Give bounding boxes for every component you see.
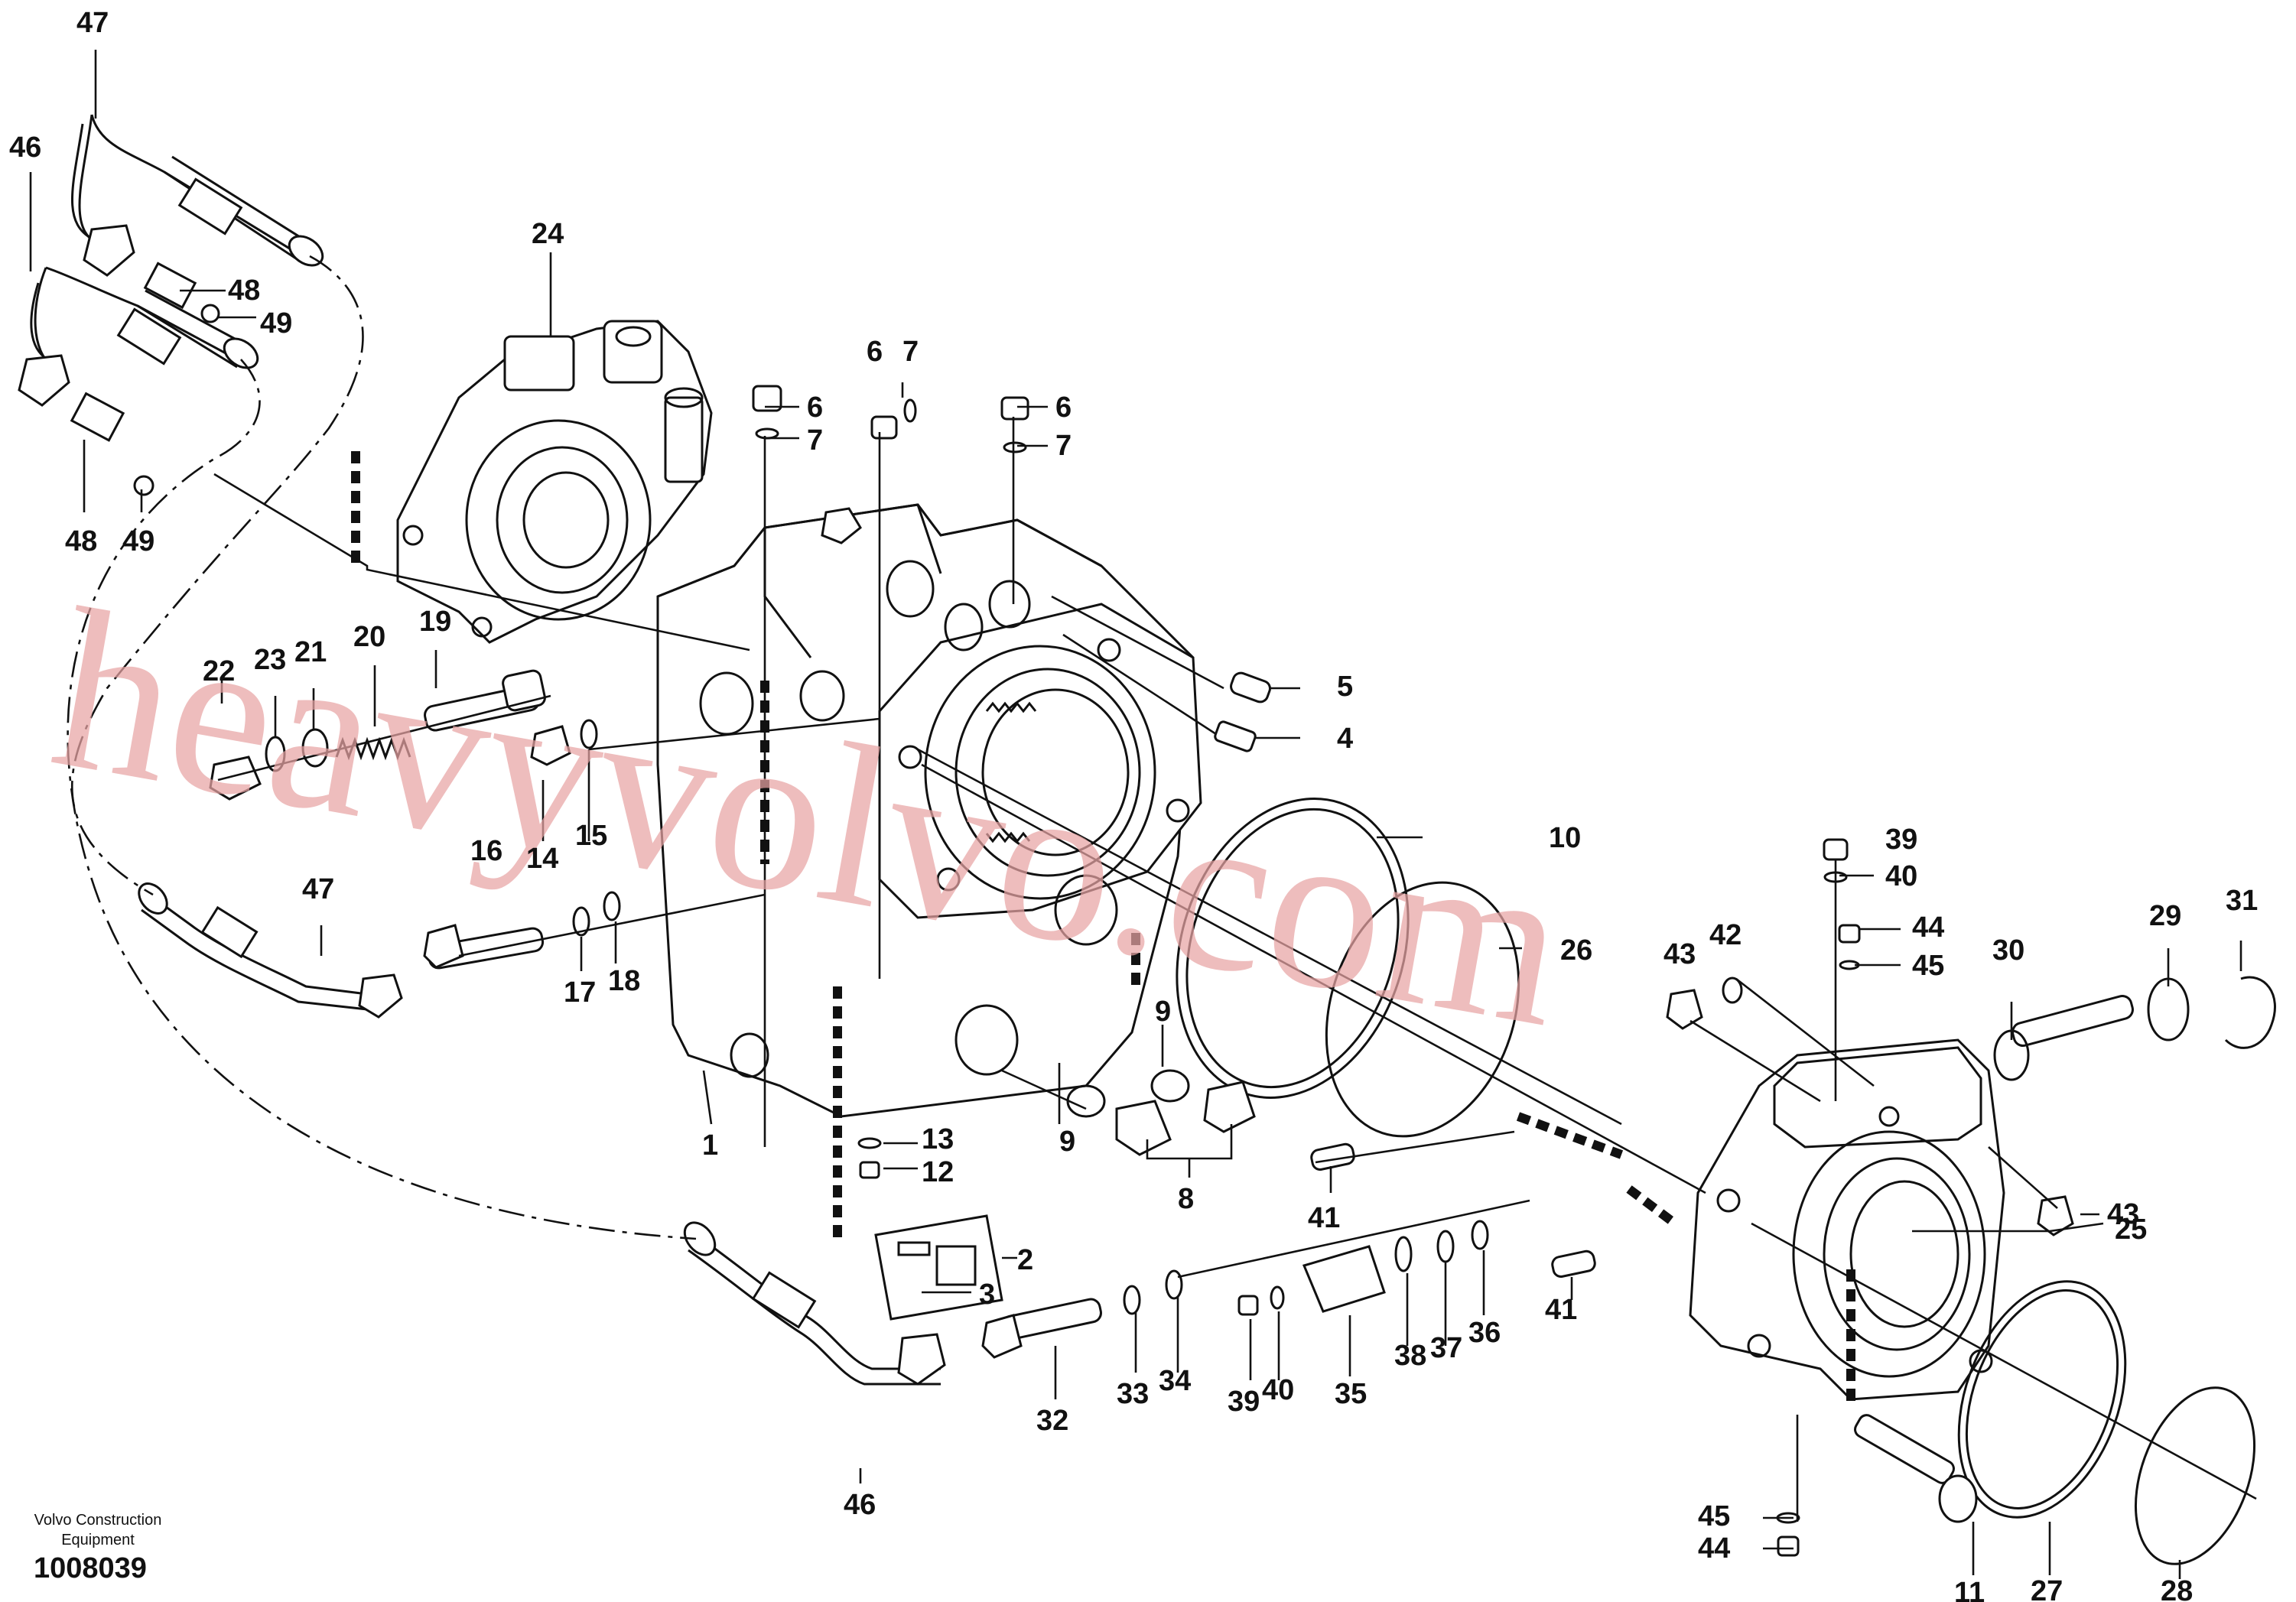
callout-4: 4 [1337, 723, 1353, 755]
fitting-48-upper [143, 262, 220, 323]
callout-38: 38 [1394, 1340, 1426, 1372]
callout-10: 10 [1549, 822, 1581, 854]
callout-24: 24 [532, 218, 564, 250]
callout-45: 45 [1698, 1500, 1730, 1532]
callout-37: 37 [1430, 1332, 1462, 1364]
callout-19: 19 [419, 606, 451, 638]
callout-41: 41 [1308, 1202, 1340, 1234]
callout-13: 13 [922, 1123, 954, 1155]
fitting-48-lower [70, 392, 154, 496]
callout-48: 48 [228, 275, 260, 307]
callout-22: 22 [203, 655, 235, 687]
seal-ring-27 [1957, 1280, 2127, 1519]
callout-41: 41 [1545, 1294, 1577, 1326]
seal-ring-10-inner [1185, 807, 1400, 1089]
callout-14: 14 [526, 843, 558, 875]
callout-7: 7 [807, 424, 823, 457]
callout-12: 12 [922, 1156, 954, 1188]
callout-45: 45 [1912, 950, 1944, 982]
callout-30: 30 [1992, 934, 2024, 967]
callout-44: 44 [1912, 911, 1944, 944]
callout-33: 33 [1117, 1378, 1149, 1410]
callout-40: 40 [1885, 860, 1917, 892]
callout-2: 2 [1017, 1244, 1033, 1276]
callout-23: 23 [254, 644, 286, 676]
callout-3: 3 [979, 1279, 995, 1311]
seal-ring-27-inner [1965, 1289, 2119, 1509]
callout-47: 47 [76, 7, 109, 39]
assembly-dash-4 [1516, 1112, 1624, 1159]
publisher-credit: Volvo Construction Equipment [21, 1510, 174, 1550]
housing-1 [656, 503, 1202, 1118]
callout-6: 6 [807, 392, 823, 424]
housing-25 [1689, 1038, 2005, 1401]
pipe-47-top [71, 114, 324, 277]
callout-27: 27 [2031, 1575, 2063, 1602]
callout-49: 49 [260, 307, 292, 340]
callout-1: 1 [702, 1129, 718, 1162]
seal-ring-28 [2134, 1386, 2256, 1565]
diagram-number: 1008039 [34, 1552, 147, 1584]
leader-lines [29, 50, 2257, 1579]
callout-40: 40 [1262, 1374, 1294, 1406]
callout-11: 11 [1954, 1577, 1985, 1602]
callout-5: 5 [1337, 671, 1353, 703]
pipe-route-line-2 [67, 359, 697, 1240]
callout-25: 25 [2115, 1214, 2147, 1246]
valve-24 [396, 320, 713, 644]
callout-6: 6 [1055, 392, 1072, 424]
callout-43: 43 [2107, 1198, 2139, 1230]
callout-34: 34 [1159, 1365, 1191, 1397]
callout-46: 46 [844, 1489, 876, 1521]
callout-28: 28 [2161, 1575, 2193, 1602]
callout-49: 49 [122, 525, 154, 557]
callout-39: 39 [1885, 824, 1917, 856]
callout-8: 8 [1178, 1183, 1194, 1215]
callout-9: 9 [1155, 996, 1171, 1028]
callout-15: 15 [575, 820, 607, 852]
callout-29: 29 [2149, 900, 2181, 932]
callout-43: 43 [1663, 938, 1696, 970]
callouts: 47 46 48 49 48 49 24 6 7 6 7 6 7 22 23 2… [9, 7, 2258, 1602]
assembly-dash-5 [1626, 1185, 1678, 1227]
callout-18: 18 [608, 965, 640, 997]
callout-17: 17 [564, 976, 596, 1009]
callout-16: 16 [470, 835, 502, 867]
callout-32: 32 [1036, 1405, 1068, 1437]
callout-47: 47 [302, 873, 334, 905]
seal-ring-26 [1325, 881, 1520, 1138]
credit-line-1: Volvo Construction [34, 1512, 162, 1529]
callout-42: 42 [1709, 919, 1742, 951]
callout-31: 31 [2226, 885, 2258, 917]
callout-7: 7 [902, 336, 919, 368]
callout-44: 44 [1698, 1532, 1730, 1565]
callout-35: 35 [1335, 1378, 1367, 1410]
callout-36: 36 [1468, 1317, 1501, 1349]
callout-48: 48 [65, 525, 97, 557]
callout-39: 39 [1228, 1386, 1260, 1418]
callout-7: 7 [1055, 430, 1072, 462]
small-parts [138, 385, 2276, 1557]
pipe-46-top [18, 266, 259, 407]
credit-line-2: Equipment [61, 1532, 135, 1548]
callout-6: 6 [867, 336, 883, 368]
callout-21: 21 [294, 636, 327, 668]
callout-46: 46 [9, 132, 41, 164]
callout-26: 26 [1560, 934, 1592, 967]
callout-9: 9 [1059, 1126, 1075, 1158]
callout-20: 20 [353, 621, 385, 653]
